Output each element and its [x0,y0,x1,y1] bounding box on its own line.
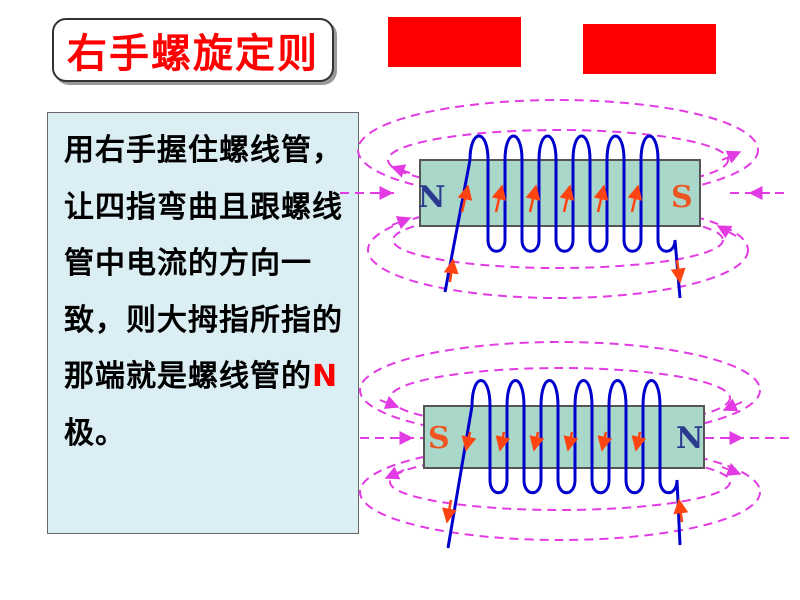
top-current-arrows [443,184,686,284]
red-block-right [583,24,716,74]
bottom-coil [446,379,682,549]
bottom-field-arrows [379,395,744,480]
bottom-right-pole: N [676,421,703,456]
bottom-solenoid: S N [359,341,790,549]
bottom-left-pole: S [428,421,450,456]
top-solenoid: N S [340,99,788,299]
top-right-pole: S [671,180,693,215]
bottom-current-arrows [442,431,689,524]
description-text: 用右手握住螺线管，让四指弯曲且跟螺线管中电流的方向一致，则大拇指所指的那端就是螺… [64,123,344,462]
top-field-arrows [372,150,770,239]
red-block-left [388,17,521,67]
description-before: 用右手握住螺线管，让四指弯曲且跟螺线管中电流的方向一致，则大拇指所指的那端就是螺… [64,133,343,394]
page-title: 右手螺旋定则 [67,31,319,77]
description-panel: 用右手握住螺线管，让四指弯曲且跟螺线管中电流的方向一致，则大拇指所指的那端就是螺… [47,112,359,534]
title-box: 右手螺旋定则 [52,18,334,82]
top-left-pole: N [418,180,445,215]
description-highlight-n: N [312,359,339,394]
description-after: 极。 [64,415,126,451]
